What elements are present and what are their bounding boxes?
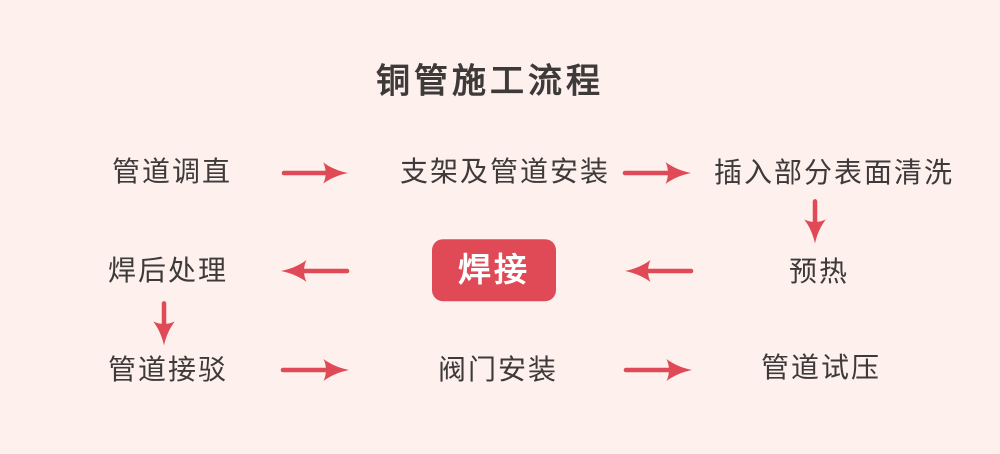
arrow-left-icon [280, 259, 350, 283]
arrow-right-icon [280, 358, 350, 382]
arrow-right-icon [281, 161, 349, 185]
step-pipe-straightening: 管道调直 [111, 156, 233, 188]
page-title: 铜管施工流程 [376, 62, 604, 101]
step-preheating: 预热 [788, 256, 850, 288]
step-valve-installation: 阀门安装 [437, 354, 559, 386]
step-pipe-connection: 管道接驳 [107, 354, 229, 386]
step-pipe-pressure-test: 管道试压 [760, 352, 882, 384]
step-bracket-and-pipe-installation: 支架及管道安装 [399, 156, 611, 188]
arrow-right-icon [622, 161, 692, 185]
arrow-right-icon [623, 358, 693, 382]
arrow-down-icon [152, 301, 176, 348]
step-post-weld-treatment: 焊后处理 [107, 255, 229, 287]
arrow-left-icon [624, 259, 694, 283]
step-welding: 焊接 [432, 239, 556, 301]
arrow-down-icon [803, 199, 827, 246]
step-insert-surface-cleaning: 插入部分表面清洗 [713, 157, 955, 189]
